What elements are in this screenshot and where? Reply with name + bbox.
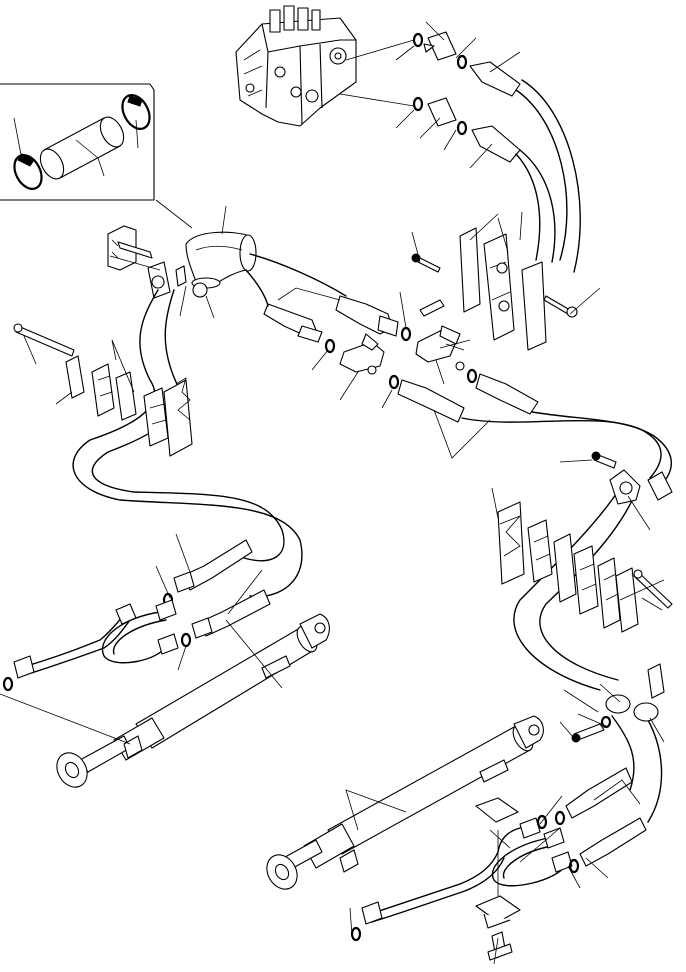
clamp-blocks-upper — [411, 227, 578, 351]
hydraulic-cylinder-left — [0, 613, 330, 788]
hose-lines — [72, 79, 673, 823]
left-hose-ends — [162, 539, 271, 648]
centre-hose-assembly — [263, 295, 539, 423]
right-steel-tubes — [350, 814, 573, 942]
hydraulic-cylinder-right — [266, 715, 544, 890]
clamp-bottom — [475, 797, 521, 961]
right-hose-ends — [554, 767, 647, 874]
callout-leaders — [23, 21, 665, 965]
hose-clamp-lower-right — [571, 694, 659, 743]
clamp-stack-right — [497, 501, 673, 633]
hose-clamp-detail-inset — [0, 83, 193, 229]
rubber-elbow — [185, 231, 257, 289]
control-valve — [235, 5, 357, 127]
hose-clip-right — [591, 451, 673, 699]
mount-bracket-left — [107, 225, 208, 299]
left-steel-tubes — [2, 599, 179, 692]
upper-fittings — [339, 31, 521, 163]
clamp-stack-left — [13, 323, 193, 457]
